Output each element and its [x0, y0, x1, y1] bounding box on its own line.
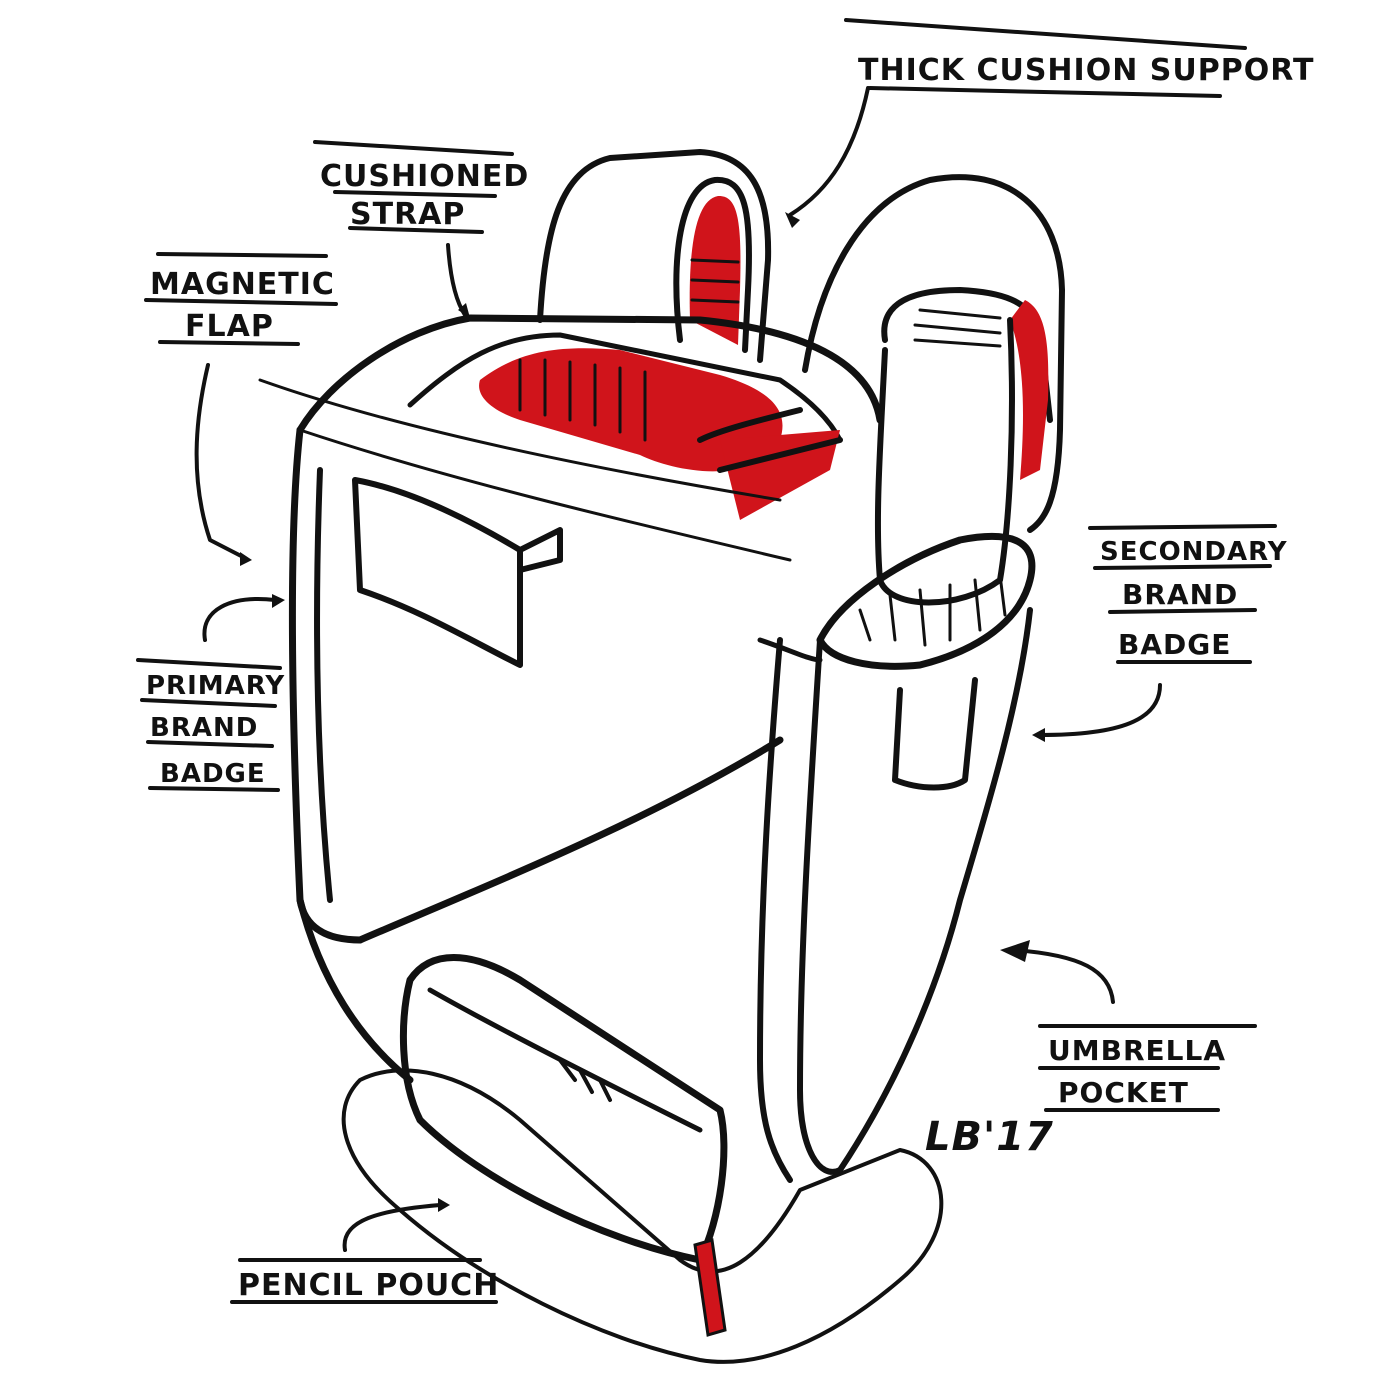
label-thick-cushion-support: THICK CUSHION SUPPORT [858, 53, 1314, 88]
label-primary-brand-badge-line3: BADGE [160, 759, 266, 789]
annotation-leaders [194, 86, 1162, 1252]
top-panel [258, 314, 884, 562]
artist-signature: LB'17 [925, 1114, 1054, 1160]
label-underlines [136, 18, 1277, 1304]
label-primary-brand-badge-line2: BRAND [150, 713, 258, 743]
label-cushioned-strap-line2: STRAP [350, 197, 465, 232]
label-magnetic-flap-line1: MAGNETIC [150, 267, 335, 302]
pencil-pouch [399, 954, 728, 1337]
magnetic-flap [352, 477, 563, 668]
left-shoulder-strap [537, 149, 772, 363]
right-shoulder-strap [802, 174, 1065, 606]
label-primary-brand-badge-line1: PRIMARY [146, 671, 285, 701]
label-magnetic-flap-line2: FLAP [185, 309, 274, 344]
label-umbrella-pocket-line1: UMBRELLA [1048, 1034, 1226, 1067]
ground-shadow [341, 1068, 944, 1364]
label-pencil-pouch: PENCIL POUCH [238, 1268, 499, 1303]
label-secondary-brand-badge-line2: BRAND [1122, 578, 1238, 611]
label-cushioned-strap-line1: CUSHIONED [320, 159, 529, 194]
side-pocket-ring [816, 532, 1036, 791]
main-body [289, 426, 1033, 1183]
label-secondary-brand-badge-line1: SECONDARY [1100, 537, 1288, 567]
label-umbrella-pocket-line2: POCKET [1058, 1076, 1189, 1109]
label-secondary-brand-badge-line3: BADGE [1118, 628, 1231, 661]
